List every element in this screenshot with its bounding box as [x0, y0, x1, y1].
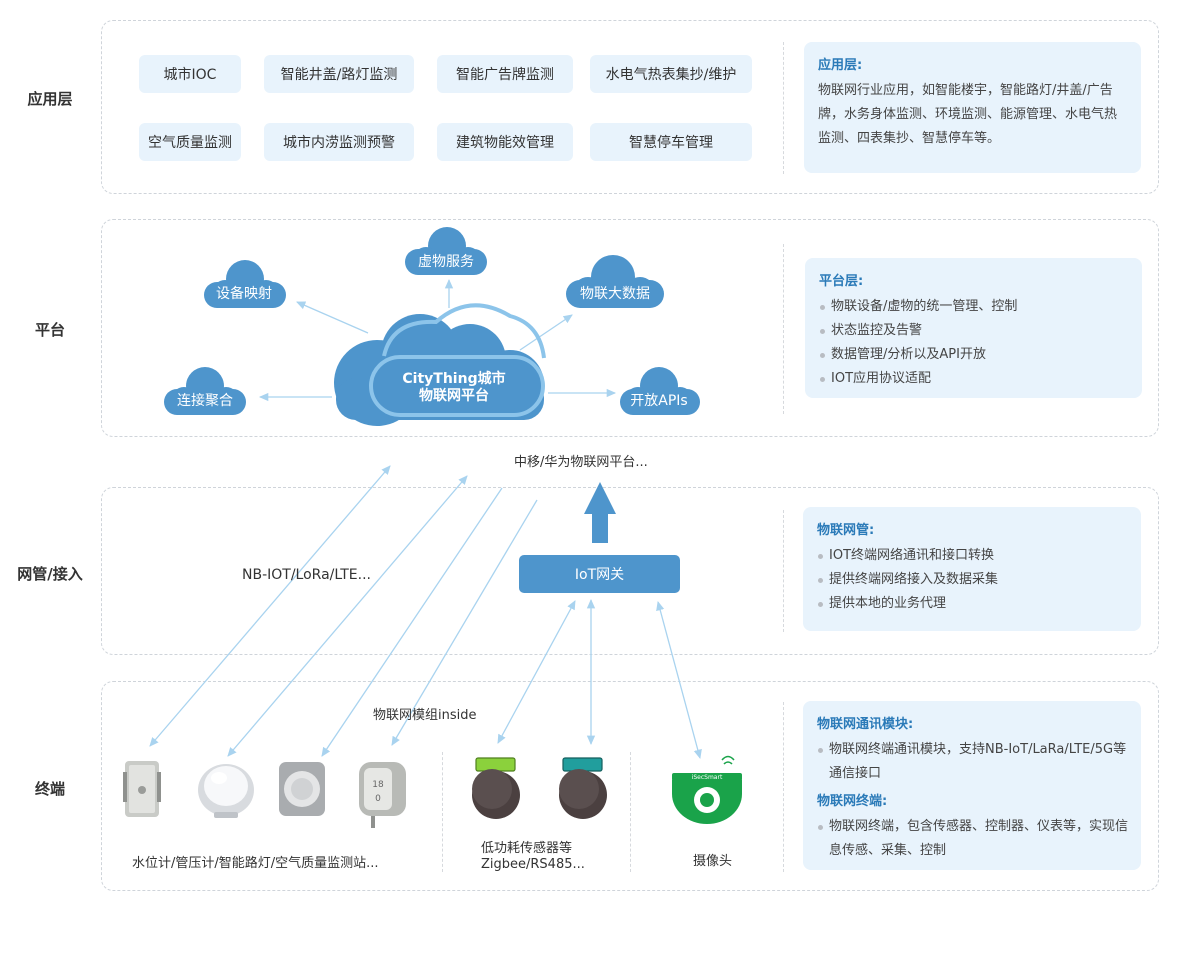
terminal-info-title-device: 物联网终端: — [817, 794, 888, 809]
platform-info-box: 平台层: 物联设备/虚物的统一管理、控制 状态监控及告警 数据管理/分析以及AP… — [805, 258, 1142, 398]
network-info-item: 提供本地的业务代理 — [817, 592, 1129, 616]
app-chip-waterlogging: 城市内涝监测预警 — [264, 123, 414, 161]
device-group1-caption: 水位计/管压计/智能路灯/空气质量监测站... — [132, 856, 379, 871]
application-panel — [101, 20, 1159, 194]
application-info-box: 应用层: 物联网行业应用，如智能楼宇，智能路灯/井盖/广告牌，水务身体监测、环境… — [804, 42, 1141, 173]
device-group2-caption-line1: 低功耗传感器等 — [481, 841, 573, 856]
nbiot-arrows — [149, 465, 538, 757]
network-info-item: 提供终端网络接入及数据采集 — [817, 568, 1129, 592]
app-chip-building-energy: 建筑物能效管理 — [437, 123, 573, 161]
cloud-icon-bigdata — [566, 255, 664, 308]
arrow-to-bigdata — [519, 314, 573, 351]
cloud-icon-open-apis — [620, 367, 700, 415]
svg-text:0: 0 — [375, 794, 381, 804]
layer-label-application: 应用层 — [27, 90, 73, 108]
platform-arrows — [258, 278, 617, 402]
module-inside-label: 物联网模组inside — [373, 708, 477, 723]
device-group2-caption-line2: Zigbee/RS485... — [481, 857, 585, 872]
app-chip-smart-parking: 智慧停车管理 — [590, 123, 752, 161]
low-power-sensor-icon — [559, 757, 607, 819]
cloud-label-virtual-service: 虚物服务 — [418, 254, 474, 270]
gateway-arrows — [497, 598, 702, 760]
separator — [783, 244, 784, 414]
low-power-sensor-icon — [472, 757, 520, 819]
cloud-label-bigdata: 物联大数据 — [580, 286, 650, 302]
network-panel — [101, 487, 1159, 655]
network-info-item: IOT终端网络通讯和接口转换 — [817, 544, 1129, 568]
cloud-icon-connection-aggregation — [164, 367, 246, 415]
separator — [783, 42, 784, 174]
app-chip-manhole-light: 智能井盖/路灯监测 — [264, 55, 414, 93]
network-info-box: 物联网管: IOT终端网络通讯和接口转换 提供终端网络接入及数据采集 提供本地的… — [803, 507, 1141, 631]
cloud-label-connection-aggregation: 连接聚合 — [177, 393, 233, 409]
layer-label-platform: 平台 — [34, 321, 65, 339]
terminal-info-box: 物联网通讯模块: 物联网终端通讯模块，支持NB-IoT/LaRa/LTE/5G等… — [803, 701, 1141, 870]
layer-label-network: 网管/接入 — [17, 565, 83, 583]
platform-info-item: IOT应用协议适配 — [819, 367, 1130, 391]
layer-label-terminal: 终端 — [34, 780, 65, 798]
street-light-sensor-icon — [279, 762, 325, 816]
water-level-meter-icon — [123, 761, 161, 817]
iot-gateway: IoT网关 — [519, 555, 680, 593]
cloud-label-open-apis: 开放APIs — [630, 393, 688, 409]
protocol-label: NB-IOT/LoRa/LTE... — [242, 567, 372, 583]
arrow-to-device-mapping — [296, 301, 369, 334]
terminal-panel — [101, 681, 1159, 891]
app-chip-air-quality: 空气质量监测 — [139, 123, 241, 161]
app-chip-billboard: 智能广告牌监测 — [437, 55, 573, 93]
air-quality-station-icon: 18 0 — [359, 762, 406, 828]
camera-icon: iSecSmart — [672, 755, 742, 824]
main-cloud-label: CityThing城市 物联网平台 — [402, 371, 505, 405]
platform-info-title: 平台层: — [819, 274, 864, 289]
pressure-gauge-icon — [198, 764, 254, 818]
app-chip-city-ioc: 城市IOC — [139, 55, 241, 93]
cloud-label-device-mapping: 设备映射 — [216, 286, 272, 302]
network-info-title: 物联网管: — [817, 523, 875, 538]
carrier-platform-label: 中移/华为物联网平台... — [514, 455, 648, 470]
platform-info-item: 物联设备/虚物的统一管理、控制 — [819, 295, 1130, 319]
main-cloud-label-line2: 物联网平台 — [418, 388, 489, 404]
application-info-text: 物联网行业应用，如智能楼宇，智能路灯/井盖/广告牌，水务身体监测、环境监测、能源… — [818, 83, 1118, 146]
platform-info-item: 数据管理/分析以及API开放 — [819, 343, 1130, 367]
separator — [783, 702, 784, 872]
platform-info-item: 状态监控及告警 — [819, 319, 1130, 343]
device-group3-caption: 摄像头 — [693, 854, 733, 869]
terminal-info-item-device: 物联网终端，包含传感器、控制器、仪表等，实现信息传感、采集、控制 — [817, 815, 1129, 863]
separator — [442, 752, 443, 872]
application-info-title: 应用层: — [818, 58, 863, 73]
platform-panel — [101, 219, 1159, 437]
cloud-icon-device-mapping — [204, 260, 286, 308]
svg-text:18: 18 — [372, 780, 384, 790]
terminal-info-item-module: 物联网终端通讯模块，支持NB-IoT/LaRa/LTE/5G等通信接口 — [817, 738, 1129, 786]
cloud-icon-virtual-service — [405, 227, 487, 275]
separator — [630, 752, 631, 872]
app-chip-meter-reading: 水电气热表集抄/维护 — [590, 55, 752, 93]
upload-arrow-icon — [584, 482, 616, 543]
camera-brand: iSecSmart — [692, 774, 723, 781]
main-cloud-label-line1: CityThing城市 — [402, 371, 506, 387]
terminal-info-title-module: 物联网通讯模块: — [817, 717, 914, 732]
main-cloud-icon — [334, 303, 546, 426]
separator — [783, 510, 784, 632]
